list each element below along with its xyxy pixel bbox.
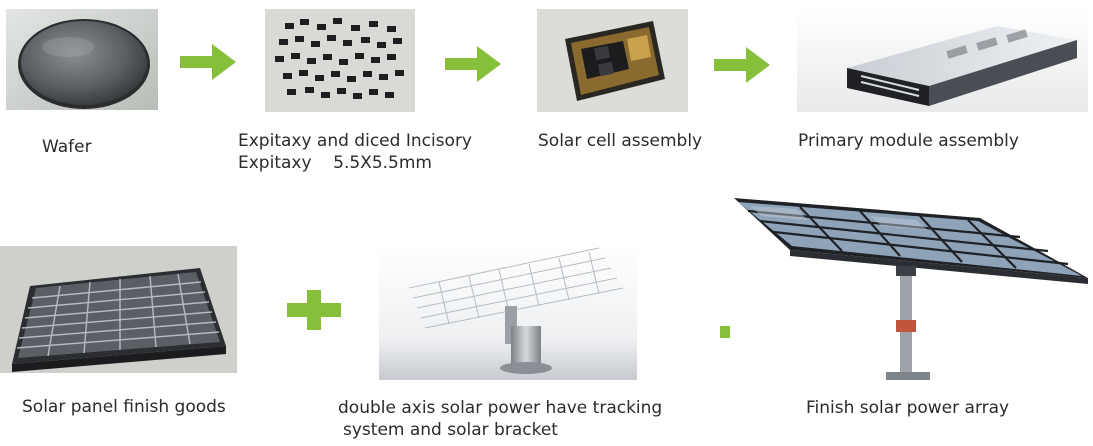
tracker-bracket-image bbox=[379, 242, 637, 380]
arrow-right-icon bbox=[180, 44, 236, 80]
step-label-solar-cell: Solar cell assembly bbox=[538, 131, 703, 151]
step-label-solar-panel: Solar panel finish goods bbox=[22, 397, 226, 417]
step-label-epitaxy-size: Expitaxy 5.5X5.5mm bbox=[238, 153, 432, 173]
solar-array-image bbox=[730, 194, 1092, 386]
step-label-tracker: double axis solar power have tracking bbox=[338, 398, 663, 418]
wafer-image bbox=[6, 9, 158, 110]
arrow-right-icon bbox=[714, 47, 770, 83]
step-label-wafer: Wafer bbox=[42, 137, 92, 157]
plus-icon bbox=[287, 290, 341, 330]
solar-cell-image bbox=[537, 9, 688, 112]
primary-module-image bbox=[797, 8, 1088, 112]
step-label-epitaxy: Expitaxy and diced Incisory bbox=[238, 131, 472, 151]
step-label-primary-module: Primary module assembly bbox=[798, 131, 1019, 151]
diced-chips-image bbox=[265, 9, 415, 112]
solar-panel-image bbox=[0, 246, 237, 373]
step-label-solar-array: Finish solar power array bbox=[806, 398, 1010, 418]
arrow-right-icon bbox=[445, 46, 501, 82]
step-label-tracker-2: system and solar bracket bbox=[343, 420, 558, 440]
